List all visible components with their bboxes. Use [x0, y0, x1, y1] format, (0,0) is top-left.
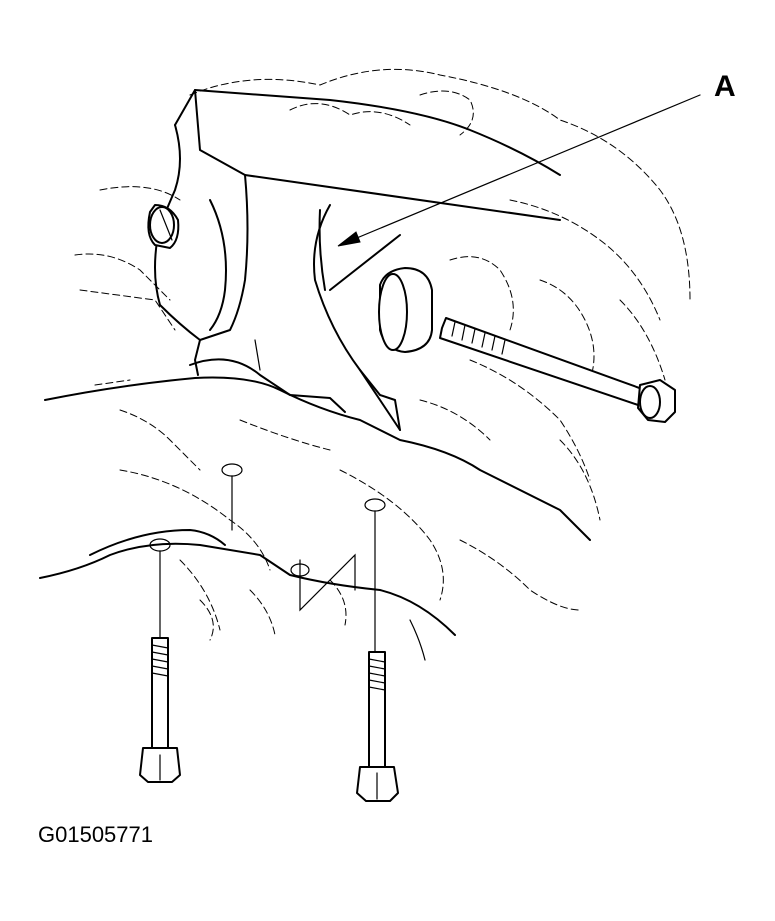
mount-bracket	[154, 89, 701, 431]
spacer-washer-icon	[378, 267, 433, 353]
through-bolt-icon	[439, 317, 676, 423]
subframe-outline	[39, 358, 591, 661]
lower-left-bolt-icon	[139, 637, 181, 783]
figure-code: G01505771	[38, 822, 153, 847]
mounting-holes	[149, 463, 386, 656]
callout-label-a: A	[714, 70, 736, 103]
lower-right-bolt-icon	[356, 651, 399, 802]
hidden-outlines	[74, 68, 691, 641]
upper-left-nut-icon	[147, 204, 180, 249]
